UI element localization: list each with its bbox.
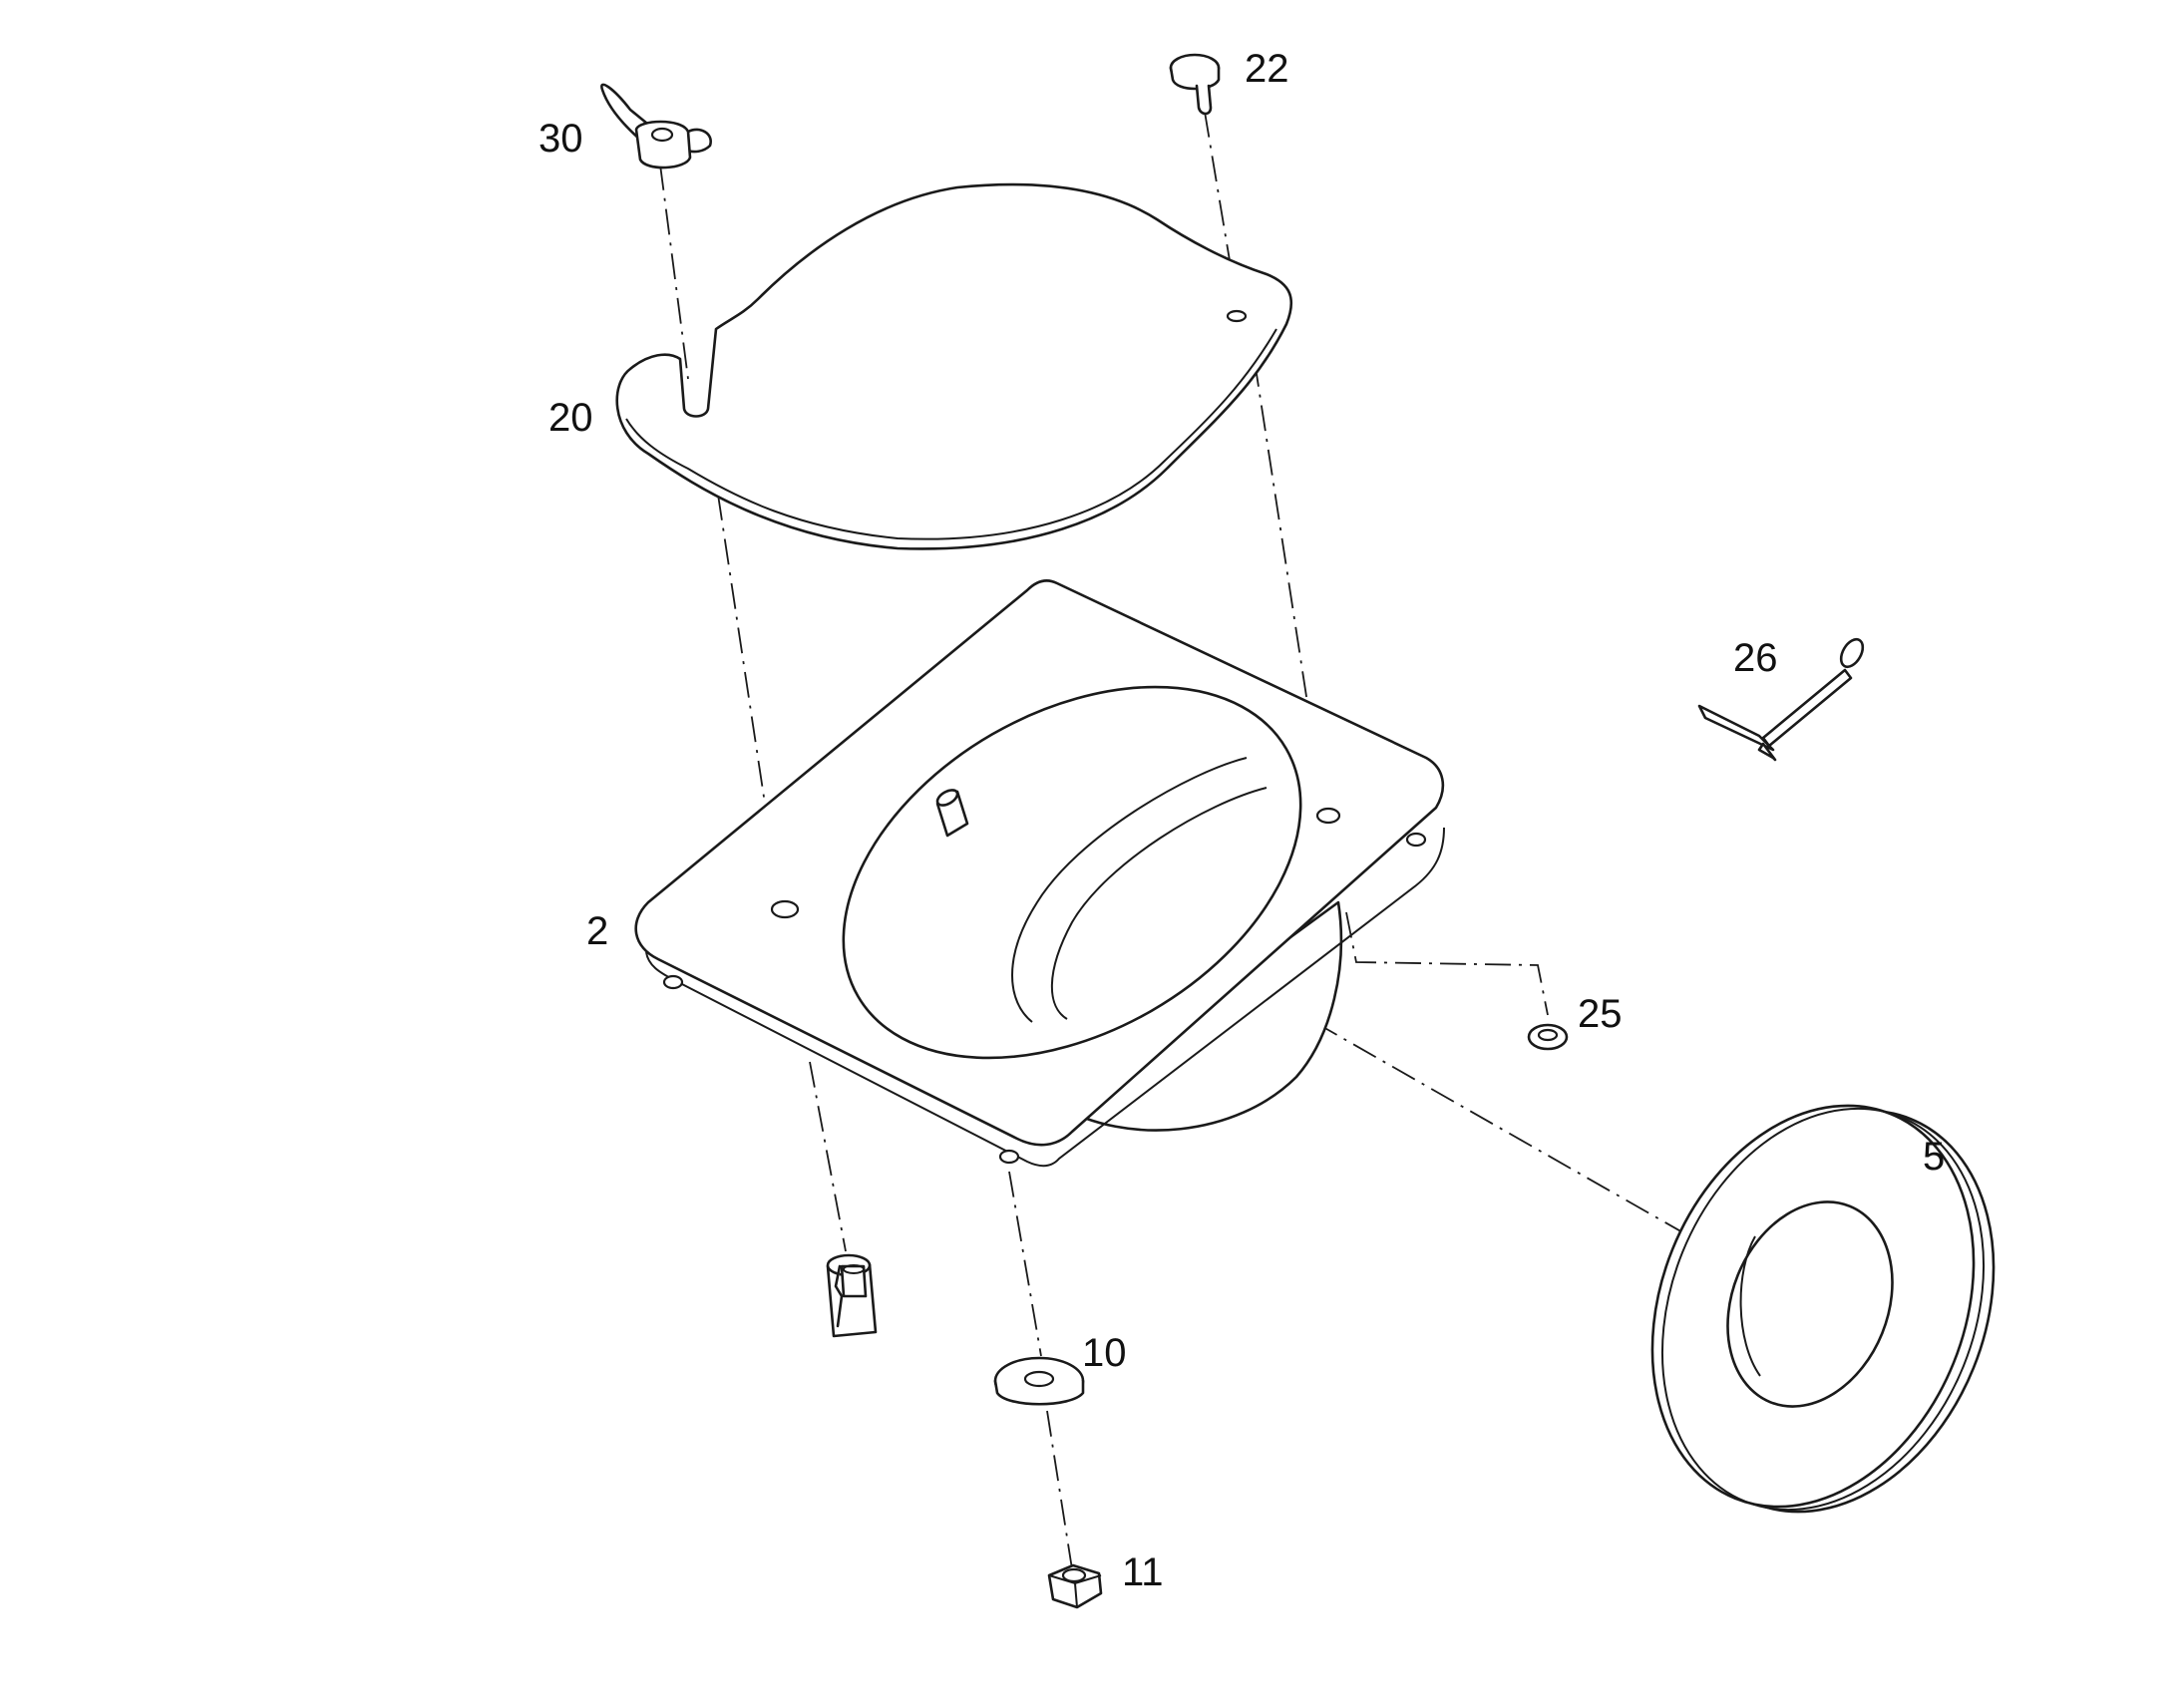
mounting-plate-2 — [634, 579, 1445, 1168]
callout-5: 5 — [1923, 1135, 1945, 1179]
wing-nut-30 — [600, 83, 712, 170]
callouts: 30 22 20 26 2 25 5 10 11 — [539, 47, 1945, 1594]
cover-plate-20 — [615, 182, 1293, 550]
cotter-pin-26 — [1697, 637, 1865, 762]
callout-30: 30 — [539, 117, 583, 161]
plate-foot — [662, 974, 684, 990]
assembly-axes — [659, 111, 1818, 1576]
plate-foot — [1405, 832, 1427, 848]
knob-pin-22 — [1169, 53, 1221, 116]
callout-10: 10 — [1082, 1331, 1127, 1375]
plate-hole-right — [1315, 807, 1341, 825]
axis-washer-to-nut — [1046, 1410, 1074, 1576]
axis-cover-to-plate-left — [717, 494, 781, 903]
callout-22: 22 — [1245, 47, 1289, 91]
cover-hole — [1226, 309, 1248, 323]
plate-hole-left — [770, 899, 800, 919]
socket-screw — [826, 1253, 878, 1338]
washer-10 — [993, 1356, 1085, 1406]
callout-11: 11 — [1122, 1550, 1164, 1594]
callout-20: 20 — [548, 396, 593, 440]
callout-25: 25 — [1578, 992, 1623, 1036]
callout-26: 26 — [1733, 636, 1778, 680]
axis-plate-to-grommet-25 — [1345, 911, 1549, 1016]
bowl-opening-outer — [842, 685, 1302, 1060]
axis-plate-to-washer — [1008, 1171, 1042, 1357]
hex-nut-11 — [1047, 1563, 1103, 1609]
axis-plate-to-ring-5 — [1313, 1021, 1818, 1310]
axis-wing-nut-to-cover — [659, 164, 689, 380]
callout-2: 2 — [586, 909, 608, 953]
axis-plate-to-screw — [809, 1061, 847, 1252]
plate-foot — [998, 1149, 1020, 1165]
seal-ring-5 — [1650, 1104, 1996, 1514]
grommet-25 — [1527, 1023, 1569, 1051]
